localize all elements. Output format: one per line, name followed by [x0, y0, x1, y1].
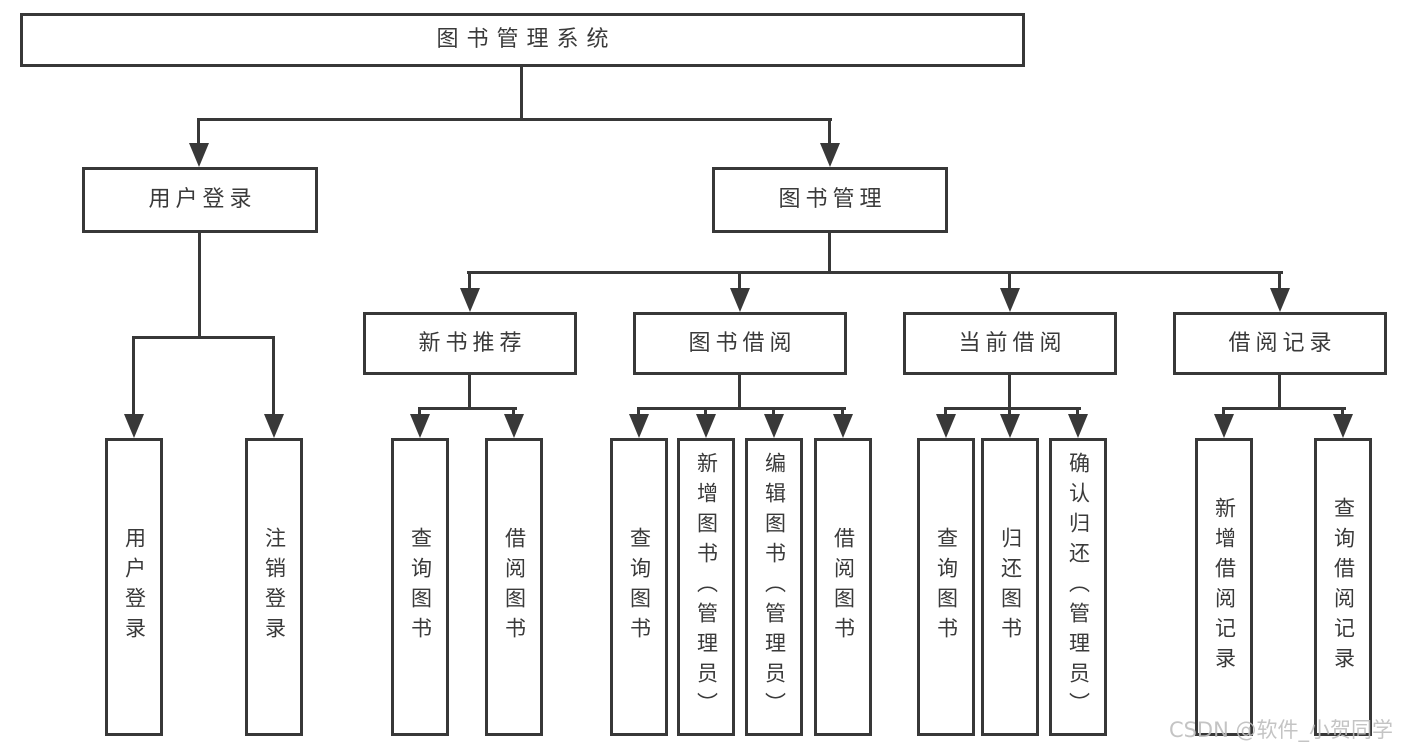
node-user-login: 用户登录: [82, 167, 318, 233]
connector-vline: [1222, 407, 1225, 416]
node-label: 新增图书（管理员）: [694, 452, 719, 722]
arrowhead-down-icon: [504, 414, 524, 438]
node-query-books-recommend: 查询图书: [391, 438, 449, 736]
connector-vline: [468, 375, 471, 407]
node-label: 查询借阅记录: [1331, 497, 1356, 677]
node-label: 图书管理: [778, 187, 887, 212]
node-edit-book-admin: 编辑图书（管理员）: [745, 438, 803, 736]
node-label: 确认归还（管理员）: [1066, 452, 1091, 722]
connector-hline: [197, 118, 832, 121]
node-return-books: 归还图书: [981, 438, 1039, 736]
node-label: 借阅图书: [502, 527, 527, 647]
connector-hline: [418, 407, 517, 410]
node-query-books-current: 查询图书: [917, 438, 975, 736]
connector-hline: [637, 407, 846, 410]
node-book-borrowing: 图书借阅: [633, 312, 847, 375]
arrowhead-down-icon: [696, 414, 716, 438]
connector-vline: [704, 407, 707, 416]
node-borrow-books-recommend: 借阅图书: [485, 438, 543, 736]
connector-vline: [828, 233, 831, 271]
node-confirm-return-admin: 确认归还（管理员）: [1049, 438, 1107, 736]
node-current-borrowing: 当前借阅: [903, 312, 1117, 375]
arrowhead-down-icon: [460, 288, 480, 312]
connector-vline: [197, 118, 200, 144]
node-label: 图书借阅: [688, 330, 797, 356]
arrowhead-down-icon: [833, 414, 853, 438]
arrowhead-down-icon: [124, 414, 144, 438]
node-borrowing-records: 借阅记录: [1173, 312, 1387, 375]
connector-vline: [272, 336, 275, 414]
connector-vline: [512, 407, 515, 416]
node-label: 查询图书: [934, 527, 959, 647]
node-label: 借阅图书: [831, 527, 856, 647]
arrowhead-down-icon: [936, 414, 956, 438]
connector-vline: [1278, 375, 1281, 407]
node-user-login-leaf: 用户登录: [105, 438, 163, 736]
node-label: 图书管理系统: [436, 27, 617, 52]
connector-vline: [1008, 375, 1011, 407]
connector-vline: [1076, 407, 1079, 416]
arrowhead-down-icon: [264, 414, 284, 438]
connector-vline: [1278, 271, 1281, 288]
connector-vline: [637, 407, 640, 416]
arrowhead-down-icon: [1214, 414, 1234, 438]
connector-vline: [520, 67, 523, 118]
connector-hline: [944, 407, 1081, 410]
node-label: 归还图书: [998, 527, 1023, 647]
node-label: 用户登录: [148, 187, 257, 212]
arrowhead-down-icon: [820, 143, 840, 167]
node-new-book-recommendation: 新书推荐: [363, 312, 577, 375]
node-add-borrow-record: 新增借阅记录: [1195, 438, 1253, 736]
arrowhead-down-icon: [629, 414, 649, 438]
connector-hline: [1222, 407, 1346, 410]
node-label: 注销登录: [262, 527, 287, 647]
arrowhead-down-icon: [1000, 288, 1020, 312]
arrowhead-down-icon: [730, 288, 750, 312]
node-label: 查询图书: [627, 527, 652, 647]
node-book-management: 图书管理: [712, 167, 948, 233]
node-label: 查询图书: [408, 527, 433, 647]
arrowhead-down-icon: [764, 414, 784, 438]
arrowhead-down-icon: [1333, 414, 1353, 438]
connector-vline: [944, 407, 947, 416]
node-label: 新增借阅记录: [1212, 497, 1237, 677]
connector-vline: [828, 118, 831, 144]
node-logout: 注销登录: [245, 438, 303, 736]
connector-vline: [1008, 271, 1011, 288]
connector-vline: [772, 407, 775, 416]
connector-hline: [132, 336, 275, 339]
watermark-text: CSDN @软件_小贺同学: [1168, 718, 1393, 742]
node-library-management-system: 图书管理系统: [20, 13, 1025, 67]
connector-vline: [841, 407, 844, 416]
arrowhead-down-icon: [1270, 288, 1290, 312]
node-add-book-admin: 新增图书（管理员）: [677, 438, 735, 736]
connector-vline: [1008, 407, 1011, 416]
connector-vline: [738, 375, 741, 407]
connector-hline: [467, 271, 1283, 274]
connector-vline: [738, 271, 741, 288]
node-label: 编辑图书（管理员）: [762, 452, 787, 722]
node-label: 当前借阅: [958, 330, 1067, 356]
connector-vline: [418, 407, 421, 416]
connector-vline: [198, 233, 201, 336]
connector-vline: [468, 271, 471, 288]
arrowhead-down-icon: [1000, 414, 1020, 438]
node-query-books-borrowing: 查询图书: [610, 438, 668, 736]
node-borrow-books-leaf: 借阅图书: [814, 438, 872, 736]
arrowhead-down-icon: [1068, 414, 1088, 438]
node-label: 新书推荐: [418, 330, 527, 356]
node-label: 用户登录: [122, 527, 147, 647]
connector-vline: [132, 336, 135, 414]
arrowhead-down-icon: [410, 414, 430, 438]
arrowhead-down-icon: [189, 143, 209, 167]
connector-vline: [1341, 407, 1344, 416]
node-label: 借阅记录: [1228, 330, 1337, 356]
node-query-borrow-record: 查询借阅记录: [1314, 438, 1372, 736]
